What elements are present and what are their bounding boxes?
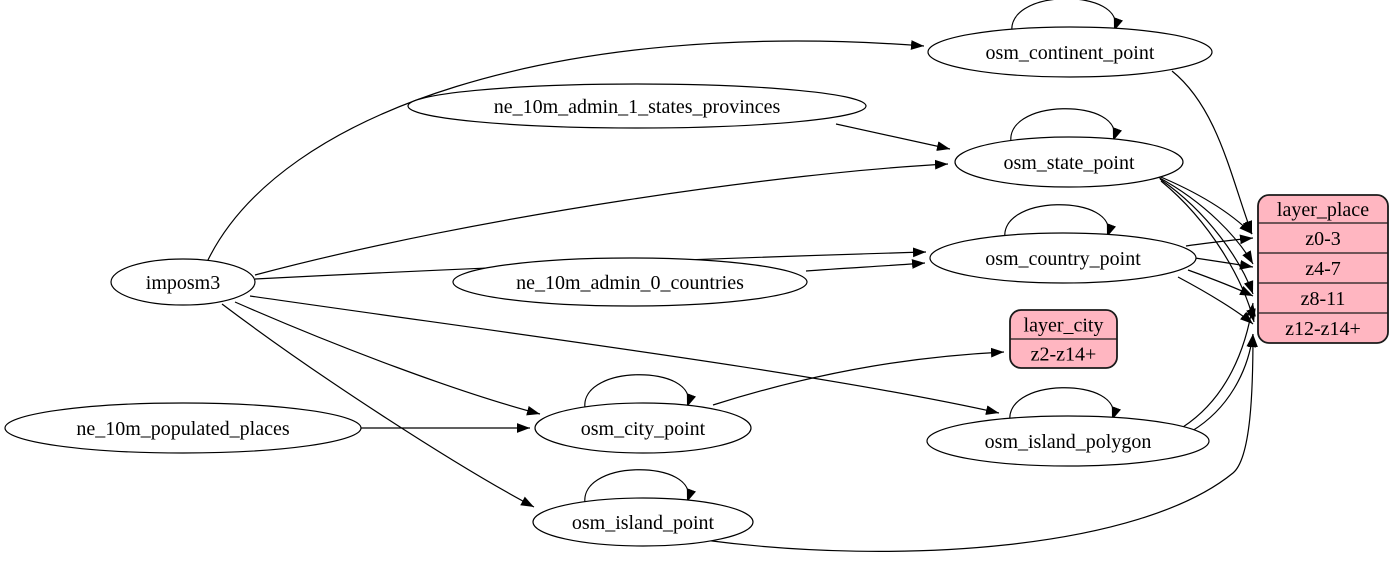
layer-row-layer_place-z4-7: z4-7 [1305,258,1341,280]
edge-osm_state_point-to-layer_place-z0-3 [1155,174,1253,235]
edge-osm_country_point-to-layer_place-z12-z14+ [1177,276,1254,325]
layer-title-layer_place: layer_place [1277,199,1369,221]
edge-imposm3-to-osm_city_point [234,301,541,416]
table-node-ne_10m_admin_1_states_provinces [407,83,867,129]
edge-imposm3-to-osm_continent_point [206,40,925,263]
edges-group [206,0,1258,552]
nodes-group [4,26,1389,547]
table-node-osm_country_point [929,232,1197,284]
self-loop-osm_state_point [1010,108,1122,148]
table-label-ne_10m_admin_1_states_provinces: ne_10m_admin_1_states_provinces [494,96,781,118]
edge-osm_country_point-to-layer_place-z0-3 [1185,234,1254,247]
edge-imposm3-to-osm_state_point [254,159,949,276]
self-loop-osm_continent_point [1011,0,1123,38]
edge-osm_island_polygon-to-layer_place-z8-11 [1182,302,1256,428]
table-label-ne_10m_populated_places: ne_10m_populated_places [76,418,289,440]
edge-osm_island_point-to-layer_place-z12-z14+ [703,333,1258,552]
self-loop-osm_island_point [584,469,696,509]
layer-row-layer_place-z12-z14+: z12-z14+ [1285,318,1361,340]
layer-row-layer_place-z0-3: z0-3 [1305,228,1341,250]
table-node-imposm3 [110,258,256,306]
edge-osm_continent_point-to-layer_place-z0-3 [1171,70,1253,235]
table-label-ne_10m_admin_0_countries: ne_10m_admin_0_countries [516,272,744,294]
edge-ne_10m_admin_1_states_provinces-to-osm_state_point [835,123,951,151]
layer-node-layer_place [1257,194,1389,344]
table-label-imposm3: imposm3 [146,272,220,294]
layer-title-layer_city: layer_city [1024,315,1104,337]
self-loop-osm_country_point [1004,204,1116,244]
edge-osm_city_point-to-layer_city-z2-z14+ [712,347,1005,406]
edge-osm_island_polygon-to-layer_place-z12-z14+ [1191,333,1257,432]
table-node-osm_state_point [954,136,1184,188]
table-label-osm_state_point: osm_state_point [1003,152,1135,174]
table-node-ne_10m_populated_places [4,402,362,454]
labels-group: imposm3 ne_10m_admin_1_states_provincesne… [76,42,1369,534]
layer-row-layer_place-z8-11: z8-11 [1301,288,1346,310]
edge-ne_10m_admin_0_countries-to-osm_country_point [805,259,926,272]
table-label-osm_continent_point: osm_continent_point [986,42,1155,64]
table-label-osm_island_polygon: osm_island_polygon [985,431,1152,453]
table-node-osm_city_point [534,402,752,454]
self-loop-osm_city_point [584,374,696,414]
edge-imposm3-to-osm_island_point [221,303,535,508]
edge-osm_country_point-to-layer_place-z8-11 [1187,269,1254,297]
table-node-osm_continent_point [927,26,1213,78]
table-label-osm_island_point: osm_island_point [572,512,715,534]
table-node-osm_island_point [532,497,754,547]
edge-osm_country_point-to-layer_place-z4-7 [1194,257,1254,270]
layer-row-layer_city-z2-z14+: z2-z14+ [1031,344,1097,366]
edge-osm_state_point-to-layer_place-z4-7 [1157,176,1254,265]
self-loop-osm_island_polygon [1009,387,1121,427]
table-label-osm_country_point: osm_country_point [985,248,1141,270]
edge-osm_state_point-to-layer_place-z8-11 [1159,178,1254,295]
table-node-ne_10m_admin_0_countries [452,257,808,307]
edge-imposm3-to-osm_island_polygon [249,295,1000,415]
table-label-osm_city_point: osm_city_point [581,418,706,440]
table-node-osm_island_polygon [926,415,1210,467]
